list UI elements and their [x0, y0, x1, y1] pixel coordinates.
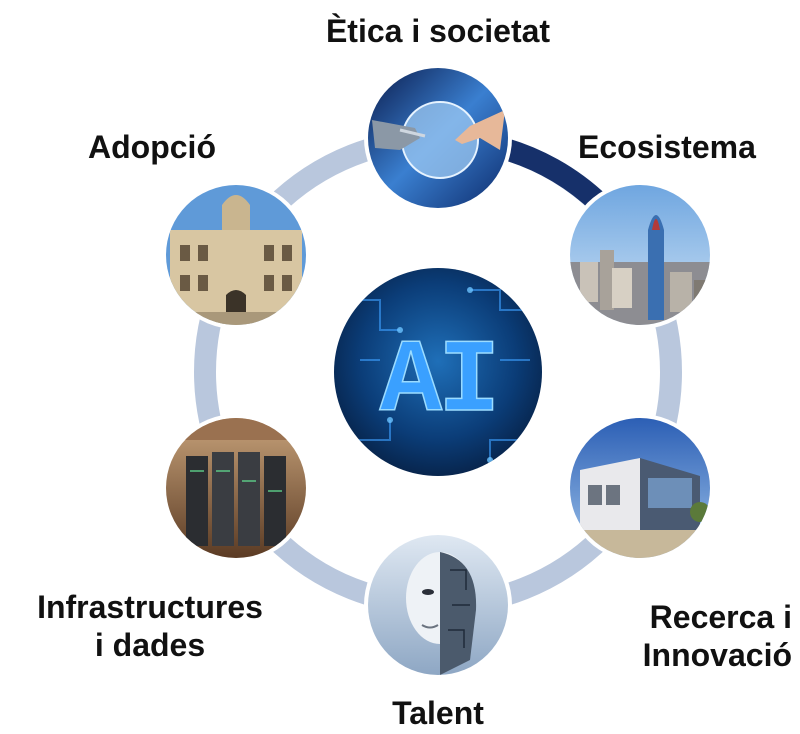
label-ecosistema: Ecosistema	[578, 129, 756, 165]
label-recerca: Recerca i Innovació	[560, 598, 792, 674]
label-adopcio: Adopció	[88, 129, 216, 165]
node-adopcio-photo	[162, 181, 310, 329]
label-talent: Talent	[392, 695, 484, 731]
label-recerca-line1: Recerca i	[649, 599, 792, 635]
label-etica: Ètica i societat	[325, 13, 551, 49]
node-talent-photo	[364, 531, 512, 679]
node-infra-photo	[162, 414, 310, 562]
center-ai-text: AI	[380, 324, 497, 442]
node-etica-photo	[364, 64, 512, 212]
label-infra-line2: i dades	[94, 627, 206, 663]
label-recerca-line2: Innovació	[642, 637, 792, 673]
label-infra: Infrastructures i dades	[10, 588, 290, 664]
node-ecosistema-photo	[566, 181, 714, 329]
label-infra-line1: Infrastructures	[37, 589, 263, 625]
node-recerca-photo	[566, 414, 714, 562]
center-ai-node: AI	[330, 264, 546, 480]
